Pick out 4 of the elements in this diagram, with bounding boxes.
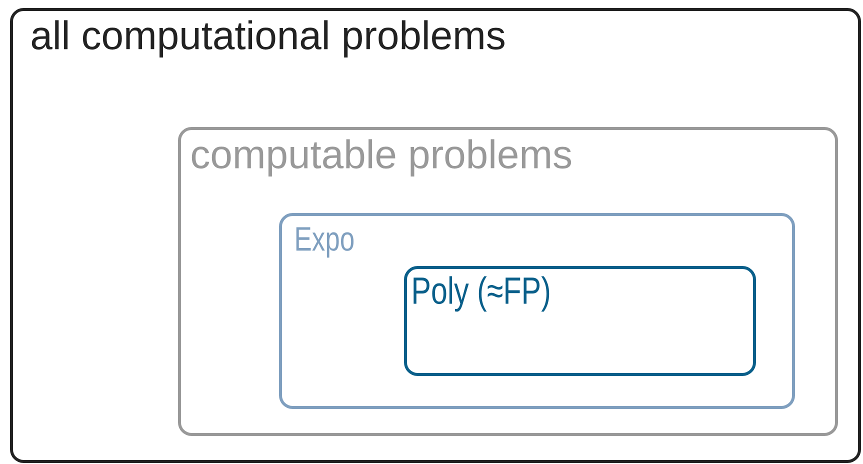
- set-label: Expo: [296, 227, 354, 258]
- set-label: computable problems: [192, 139, 572, 176]
- set-label: Poly (≈FP): [414, 276, 550, 312]
- set-label: all computational problems: [32, 20, 504, 58]
